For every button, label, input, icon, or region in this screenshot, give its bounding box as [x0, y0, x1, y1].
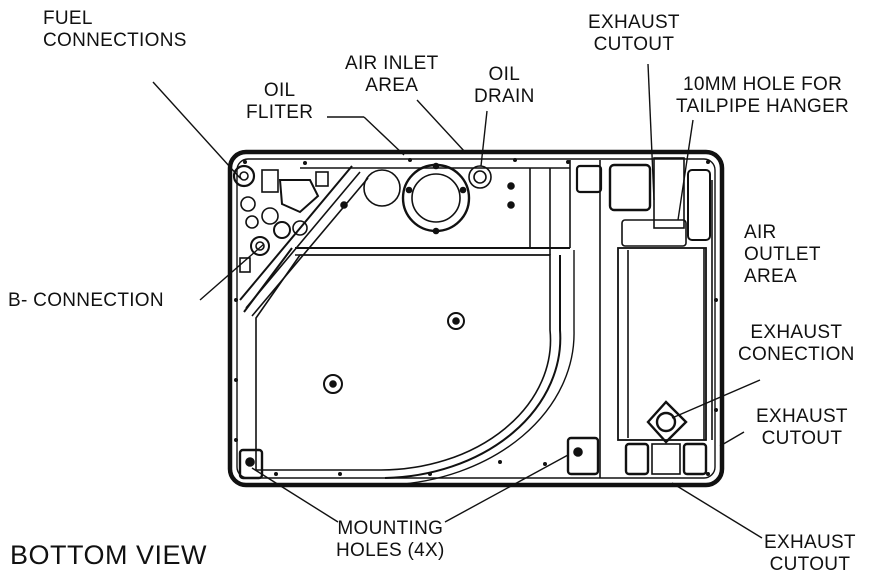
b-connection-label: B- CONNECTION [8, 290, 164, 311]
rivets [234, 158, 718, 476]
leader-lines [152, 63, 763, 539]
air-inlet-channel [295, 160, 571, 256]
view-title: BOTTOM VIEW [10, 540, 208, 570]
fuel-fittings [232, 164, 329, 273]
lower-compartment [243, 247, 575, 486]
mounting-hole-blocks [238, 436, 600, 480]
housing-outline [227, 149, 725, 488]
exhaust-and-outlet [575, 157, 713, 478]
filter-bracket [239, 165, 369, 317]
